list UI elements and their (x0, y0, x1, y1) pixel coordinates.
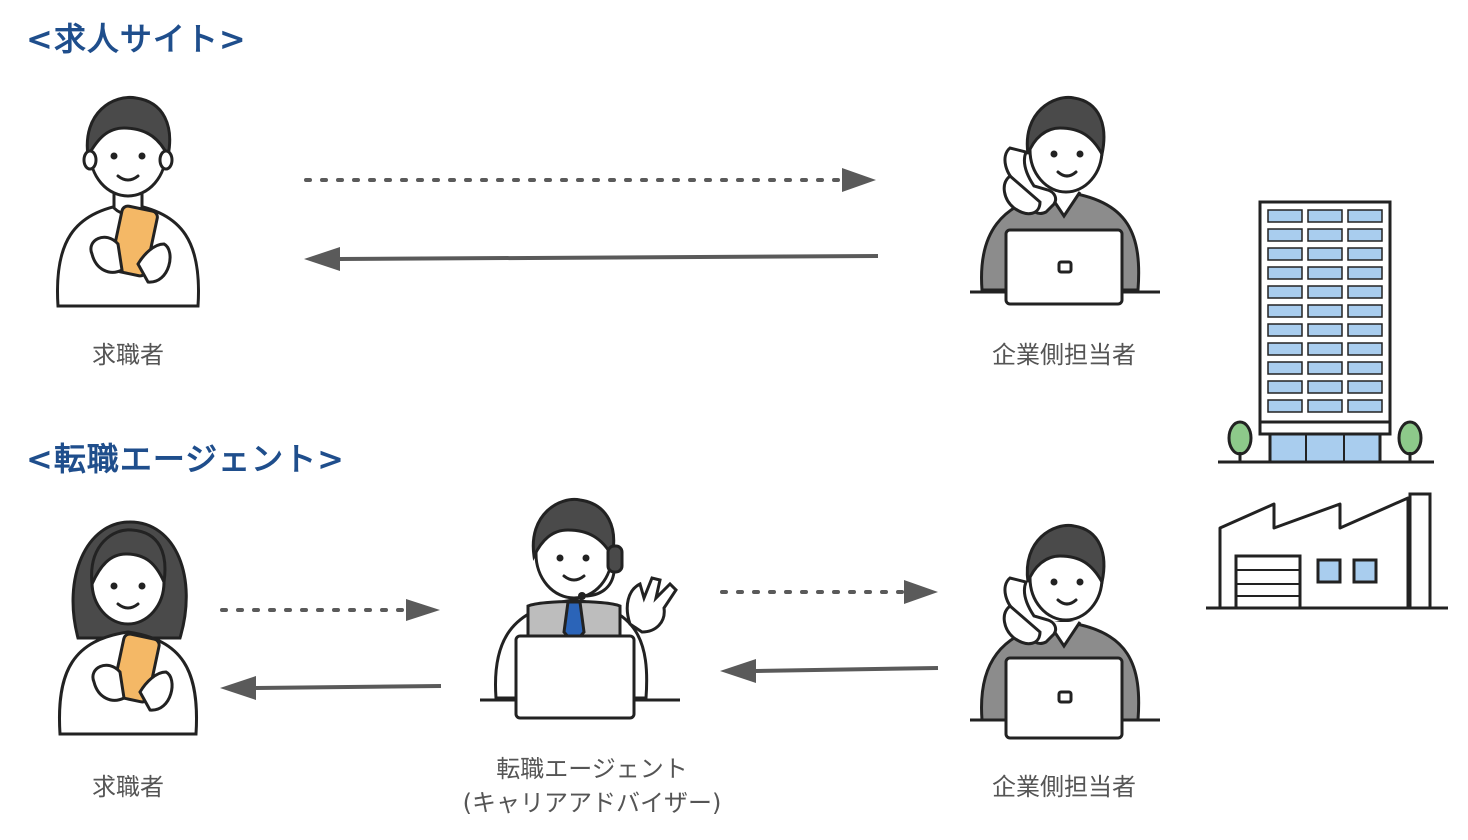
building-window (1347, 209, 1383, 223)
building-window (1307, 247, 1343, 261)
section-title-job-site: <求人サイト> (26, 20, 247, 58)
arrow-agent-to-company (720, 580, 938, 604)
building-window (1267, 342, 1303, 356)
building-window (1347, 304, 1383, 318)
building-window (1267, 380, 1303, 394)
agent-section-company-contact-label: 企業側担当者 (992, 773, 1136, 801)
arrow-company-to-agent (720, 659, 939, 683)
agent-label-line2: (キャリアアドバイザー) (462, 789, 722, 817)
building-window (1267, 304, 1303, 318)
building-window (1347, 361, 1383, 375)
office-building-icon (1218, 200, 1434, 464)
office-worker-on-phone-icon (970, 95, 1160, 306)
agent-label-line1: 転職エージェント (496, 755, 688, 783)
building-window (1347, 228, 1383, 242)
building-window (1267, 209, 1303, 223)
building-window (1347, 323, 1383, 337)
job-site-seeker-label: 求職者 (92, 341, 164, 369)
building-window (1347, 285, 1383, 299)
building-window (1307, 285, 1343, 299)
building-window (1267, 323, 1303, 337)
building-window (1347, 266, 1383, 280)
building-window (1347, 380, 1383, 394)
agent-section-seeker-label: 求職者 (92, 773, 164, 801)
building-window (1307, 380, 1343, 394)
building-window (1307, 361, 1343, 375)
job-site-company-contact-label: 企業側担当者 (992, 341, 1136, 369)
building-window (1307, 323, 1343, 337)
arrow-application-to-company (304, 168, 876, 192)
office-worker-on-phone-icon (970, 523, 1160, 740)
building-window (1347, 342, 1383, 356)
building-window (1267, 361, 1303, 375)
building-window (1347, 247, 1383, 261)
section-title-agent: <転職エージェント> (26, 440, 345, 478)
building-window (1307, 266, 1343, 280)
building-window (1307, 304, 1343, 318)
building-window (1267, 228, 1303, 242)
arrow-company-to-seeker (304, 247, 879, 271)
building-window (1307, 209, 1343, 223)
person-with-phone-icon (55, 95, 201, 308)
building-window (1267, 266, 1303, 280)
arrow-seeker-to-agent (220, 599, 440, 621)
building-window (1267, 399, 1303, 413)
person-with-phone-icon (57, 520, 199, 736)
building-window (1307, 342, 1343, 356)
headset-agent-icon (480, 497, 680, 720)
factory-icon (1206, 492, 1448, 610)
building-window (1267, 247, 1303, 261)
building-window (1307, 399, 1343, 413)
building-window (1347, 399, 1383, 413)
arrow-agent-to-seeker (220, 676, 442, 700)
building-window (1267, 285, 1303, 299)
building-window (1307, 228, 1343, 242)
